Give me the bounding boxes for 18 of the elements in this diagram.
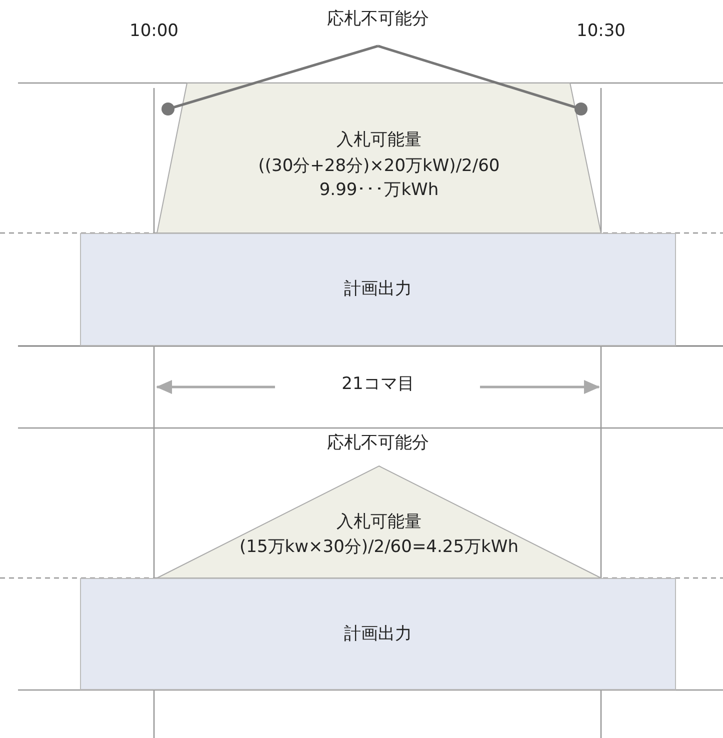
time-label: 10:30 bbox=[576, 20, 626, 42]
trapezoid-area bbox=[157, 83, 601, 233]
leader-line bbox=[378, 44, 588, 116]
leader-line bbox=[162, 44, 378, 116]
area-title: 計画出力 bbox=[343, 623, 413, 645]
area-title: 計画出力 bbox=[343, 278, 413, 300]
formula-text: 9.99･･･万kWh bbox=[318, 179, 440, 201]
triangle-area bbox=[157, 466, 601, 578]
time-label: 10:00 bbox=[128, 20, 180, 42]
callout-text: 応札不可能分 bbox=[326, 432, 430, 454]
dimension-label: 21コマ目 bbox=[340, 373, 416, 395]
callout-text: 応札不可能分 bbox=[326, 8, 430, 30]
area-title: 入札可能量 bbox=[336, 129, 422, 151]
planned-output-box bbox=[80, 233, 676, 346]
formula-text: (15万kw×30分)/2/60=4.25万kWh bbox=[238, 536, 520, 558]
area-title: 入札可能量 bbox=[336, 511, 422, 533]
formula-text: ((30分+28分)×20万kW)/2/60 bbox=[257, 155, 501, 177]
planned-output-box bbox=[80, 578, 676, 690]
